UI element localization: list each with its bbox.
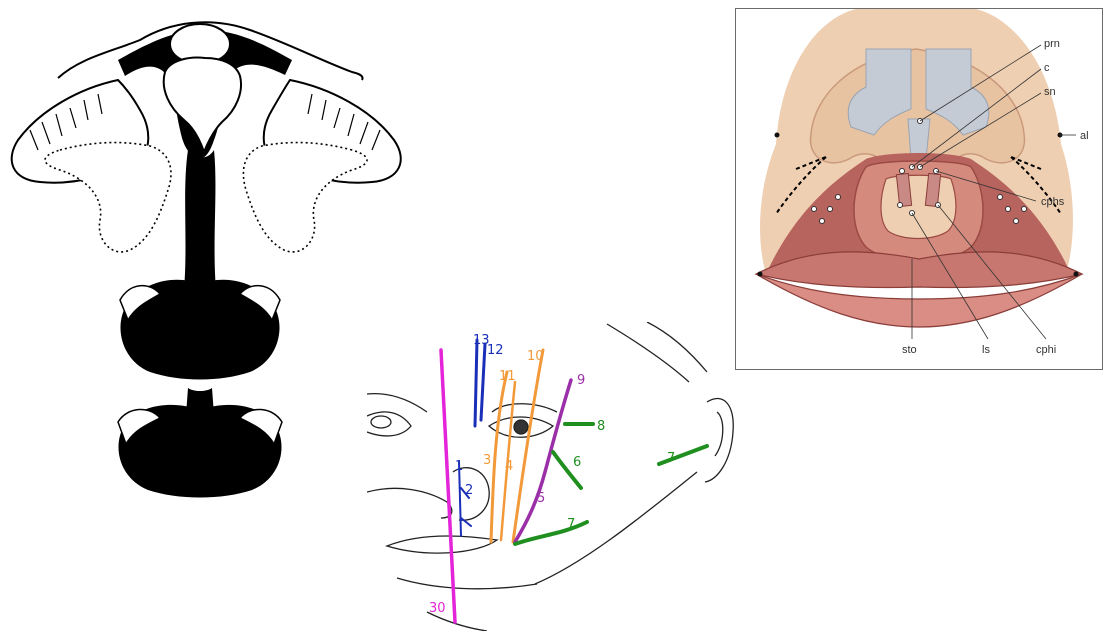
cleft-number-1: 1 [455, 459, 463, 474]
label-prn: prn [1044, 38, 1060, 50]
cleft-number-7-ear: 7 [667, 451, 675, 466]
face-line-art [367, 322, 733, 631]
cleft-line-3 [491, 372, 507, 542]
label-cphi: cphi [1036, 344, 1056, 356]
lip-anatomy-diagram: prn c sn al cphs sto ls cphi [735, 8, 1103, 370]
cleft-lines [441, 340, 707, 622]
label-ls: ls [982, 344, 990, 356]
cleft-number-8: 8 [597, 419, 605, 434]
cleft-line-13 [481, 344, 485, 420]
medial-nasal-process [164, 58, 241, 152]
cleft-number-6: 6 [573, 455, 581, 470]
philtral-dimple [881, 175, 956, 238]
label-cphs: cphs [1041, 196, 1065, 208]
embryo-face-illustration [0, 0, 430, 520]
cleft-line-14 [475, 340, 477, 426]
cleft-number-30: 30 [429, 601, 446, 616]
cleft-number-10: 10 [527, 349, 544, 364]
label-sto: sto [902, 344, 917, 356]
right-maxillary-process [243, 143, 367, 252]
stomodeum-stalk [184, 150, 216, 290]
cleft-number-4: 4 [505, 459, 513, 474]
face-sketch: 13 12 10 11 9 8 6 7 1 2 3 4 5 7 30 [367, 322, 735, 631]
cleft-number-2: 2 [465, 483, 473, 498]
left-maxillary-process [45, 143, 171, 252]
label-sn: sn [1044, 86, 1056, 98]
cleft-number-9: 9 [577, 373, 585, 388]
cleft-number-3: 3 [483, 453, 491, 468]
cleft-number-5: 5 [537, 491, 545, 506]
cleft-number-12: 12 [487, 343, 504, 358]
cleft-line-10 [513, 350, 543, 542]
cleft-number-7: 7 [567, 517, 575, 532]
facial-cleft-classification-sketch: 13 12 10 11 9 8 6 7 1 2 3 4 5 7 30 [367, 322, 735, 631]
cleft-number-11: 11 [499, 369, 516, 384]
lip-anatomy-drawing: prn c sn al cphs sto ls cphi [736, 9, 1102, 369]
label-c: c [1044, 62, 1050, 74]
cleft-line-30 [441, 350, 455, 622]
label-al: al [1080, 130, 1089, 142]
embryo-drawing [0, 0, 430, 520]
